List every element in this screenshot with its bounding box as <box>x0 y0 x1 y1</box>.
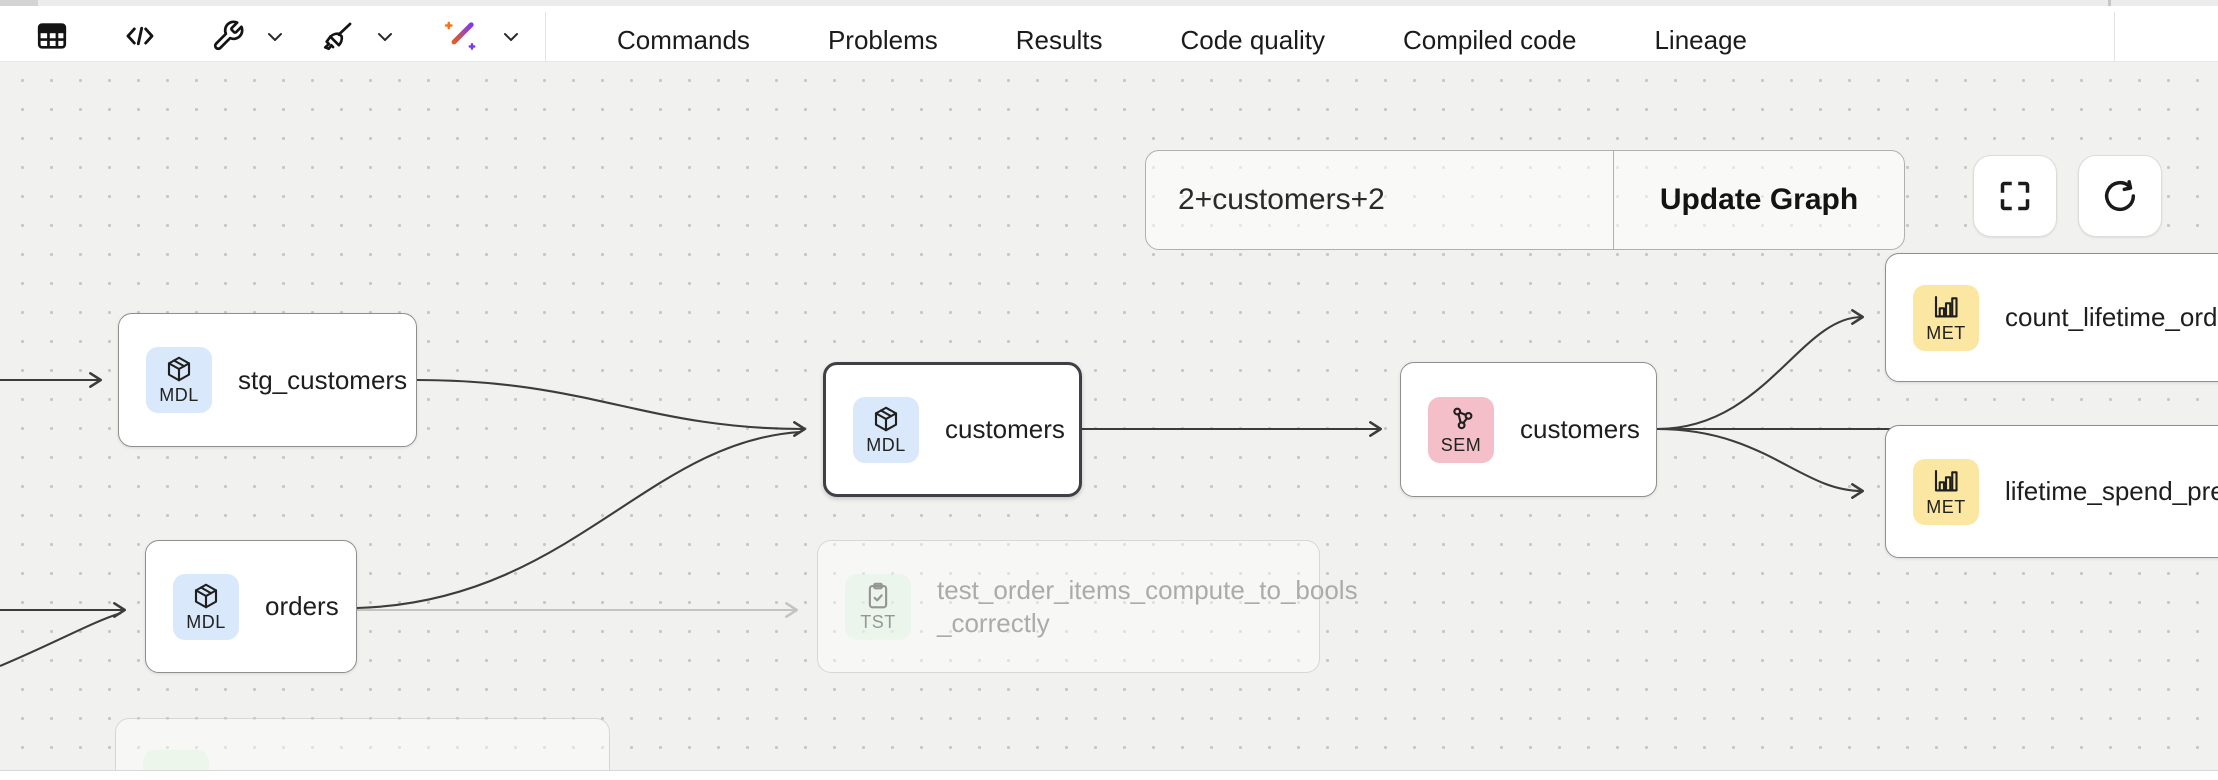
badge-label: MDL <box>186 611 226 632</box>
toolbar: Commands Problems Results Code quality Compi… <box>0 6 2218 68</box>
ai-assist-dropdown[interactable] <box>498 26 524 48</box>
tab-commands[interactable]: Commands <box>617 24 750 55</box>
cube-icon <box>194 583 218 608</box>
edge-offscreen-left-lower-to-orders <box>0 611 122 667</box>
node-partial_bottom_node[interactable] <box>115 718 610 770</box>
node-orders[interactable]: MDL orders <box>145 540 357 673</box>
edge-customers_sem-to-lifetime_spend_preta <box>1656 427 1865 499</box>
toolbar-divider <box>545 12 546 68</box>
tab-code-quality[interactable]: Code quality <box>1180 24 1326 55</box>
sem-type-badge: SEM <box>1428 396 1494 463</box>
edge-orders-to-customers <box>356 430 801 610</box>
ai-assist-button[interactable] <box>438 18 482 54</box>
broom-icon <box>323 22 352 51</box>
badge-label: MET <box>1926 496 1966 517</box>
filter-divider <box>1612 151 1614 249</box>
table-button[interactable] <box>30 18 74 54</box>
tab-compiled-code[interactable]: Compiled code <box>1403 24 1577 55</box>
window-top-scroll-strip <box>0 0 2218 6</box>
tab-results[interactable]: Results <box>1015 24 1103 55</box>
wrench-icon <box>213 20 244 51</box>
node-stg_customers[interactable]: MDL stg_customers <box>118 313 417 447</box>
src-type-badge <box>143 750 209 770</box>
toolbar-divider <box>2114 12 2115 68</box>
semantic-model-icon <box>1453 407 1473 429</box>
node-label: customers <box>945 414 1065 445</box>
tab-lineage[interactable]: Lineage <box>1615 12 1786 68</box>
cube-icon <box>167 356 191 382</box>
refresh-icon <box>2104 180 2136 212</box>
tab-bar: Commands Problems Results Code quality Compi… <box>578 12 1786 68</box>
mdl-type-badge: MDL <box>173 573 239 640</box>
graph-filter-input[interactable]: 2+customers+2 <box>1178 183 1385 216</box>
fit-view-button[interactable] <box>1973 155 2057 237</box>
edge-customers_sem-to-count_lifetime_order <box>1656 309 1865 431</box>
update-graph-button[interactable]: Update Graph <box>1659 183 1859 216</box>
node-label: lifetime_spend_preta <box>2005 476 2218 507</box>
build-button[interactable] <box>206 18 250 54</box>
mdl-type-badge: MDL <box>146 347 212 413</box>
clean-button[interactable] <box>316 18 360 54</box>
node-lifetime_spend_preta[interactable]: MET lifetime_spend_preta <box>1885 425 2218 558</box>
briefcase-icon <box>161 768 191 770</box>
badge-label: SEM <box>1440 434 1482 455</box>
node-label: test_order_items_compute_to_bools _corre… <box>937 575 1358 638</box>
node-count_lifetime_order[interactable]: MET count_lifetime_order <box>1885 253 2218 382</box>
mdl-type-badge: MDL <box>853 396 919 463</box>
build-dropdown[interactable] <box>262 26 288 48</box>
code-button[interactable] <box>118 18 162 54</box>
badge-label: TST <box>860 611 896 632</box>
tst-type-badge: TST <box>845 573 911 640</box>
chevron-down-icon <box>504 33 518 41</box>
fit-view-icon <box>2000 181 2030 211</box>
met-type-badge: MET <box>1913 458 1979 525</box>
clean-dropdown[interactable] <box>372 26 398 48</box>
magic-wand-icon <box>444 21 476 50</box>
scrollbar-thumb[interactable] <box>0 0 38 6</box>
node-label: count_lifetime_order <box>2005 302 2218 333</box>
edge-stg_customers-to-customers <box>416 378 807 437</box>
chevron-down-icon <box>378 33 392 41</box>
table-icon <box>37 23 67 49</box>
graph-filter-box: 2+customers+2 Update Graph <box>1145 150 1905 250</box>
cube-icon <box>874 406 898 431</box>
node-test_order_items_compute_to_bools_correctly[interactable]: TST test_order_items_compute_to_bools _co… <box>817 540 1358 673</box>
lineage-canvas[interactable]: 2+customers+2 Update Graph MDL stg_custom… <box>0 62 2218 770</box>
refresh-graph-button[interactable] <box>2078 155 2162 237</box>
met-type-badge: MET <box>1913 284 1979 351</box>
chevron-down-icon <box>268 33 282 41</box>
strip-notch <box>2108 0 2111 6</box>
node-customers_sem[interactable]: SEM customers <box>1400 362 1657 497</box>
node-customers[interactable]: MDL customers <box>823 362 1082 497</box>
metric-chart-icon <box>1934 295 1958 317</box>
badge-label: MDL <box>866 434 906 455</box>
badge-label: MET <box>1926 322 1966 343</box>
tab-problems[interactable]: Problems <box>827 24 938 55</box>
code-icon <box>126 26 154 46</box>
test-clipboard-icon <box>868 582 888 608</box>
node-label: customers <box>1520 414 1640 445</box>
node-label: orders <box>265 591 339 622</box>
badge-label: MDL <box>159 385 199 405</box>
bottom-panel-edge <box>0 770 2218 780</box>
node-label: stg_customers <box>238 364 408 395</box>
metric-chart-icon <box>1934 469 1958 491</box>
